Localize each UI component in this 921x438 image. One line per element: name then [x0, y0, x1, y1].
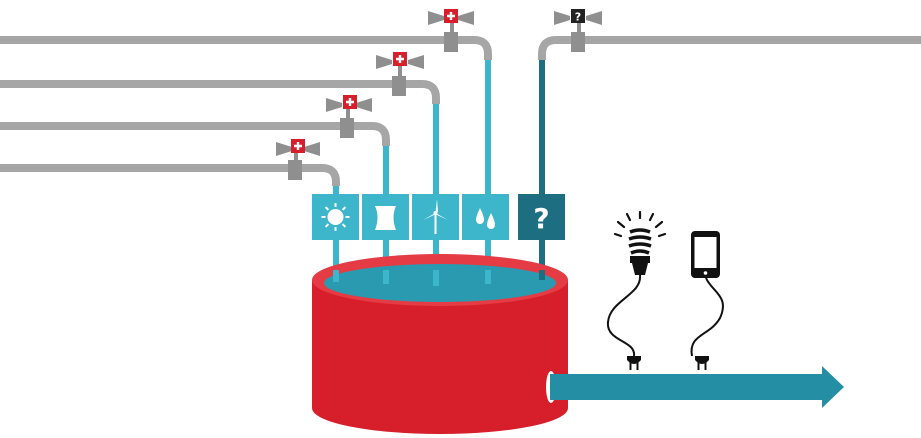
source-tile-sun [312, 194, 359, 240]
consumer-smartphone [690, 231, 724, 370]
valve-badge-question-label: ? [575, 11, 581, 24]
valve-3 [376, 52, 424, 96]
source-tile-unknown: ? [518, 194, 565, 240]
unknown-source-icon: ? [533, 202, 549, 235]
bulb-cable [606, 274, 642, 357]
supply-pipe-3 [0, 80, 440, 104]
source-tile-wind-turbine [412, 194, 459, 240]
valve-1 [276, 139, 320, 180]
supply-pipe-2 [0, 122, 390, 146]
source-tile-water [462, 194, 509, 240]
supply-pipe-1 [0, 164, 340, 186]
water-drops-icon [476, 208, 495, 229]
reservoir-tank [312, 254, 568, 434]
valve-2 [326, 95, 372, 138]
phone-cable [690, 277, 724, 357]
supply-pipe-4 [0, 36, 492, 60]
supply-pipe-5 [538, 36, 921, 60]
wind-turbine-icon [423, 199, 448, 234]
plug-icon [627, 356, 641, 370]
source-tile-cooling-tower [362, 194, 409, 240]
outflow-arrow [546, 366, 844, 408]
consumer-light-bulb [606, 210, 667, 370]
valve-5: ? [554, 9, 602, 52]
smartphone-icon [691, 231, 720, 278]
water-surface [324, 264, 556, 302]
sun-icon [321, 203, 350, 231]
cooling-tower-icon [375, 206, 396, 230]
valve-badge-question [571, 9, 585, 23]
plug-icon [695, 356, 709, 370]
valve-4 [428, 9, 474, 52]
light-bulb-icon [613, 210, 667, 275]
supply-pipes [0, 36, 921, 186]
